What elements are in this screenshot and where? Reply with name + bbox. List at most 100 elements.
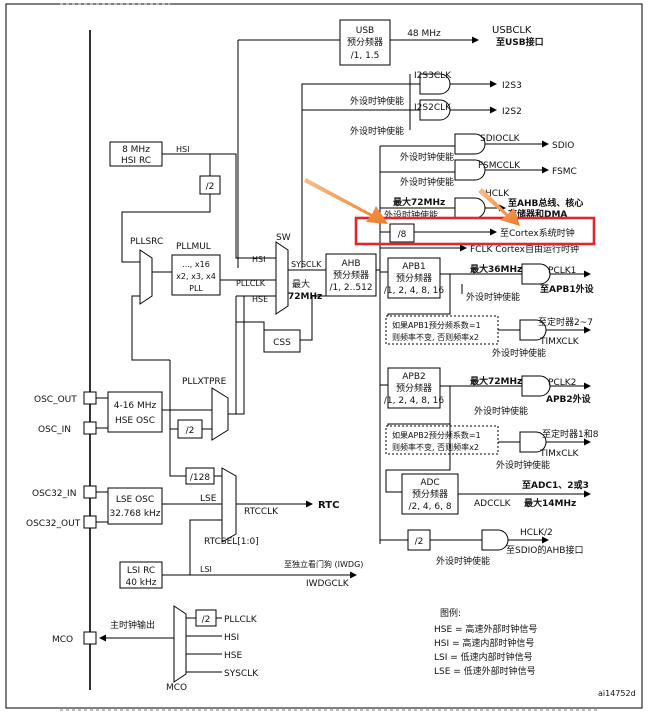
svg-text:/8: /8 bbox=[398, 230, 407, 240]
fsmc-gate bbox=[454, 159, 486, 181]
osc-in-pin bbox=[83, 421, 97, 435]
usb-dest: 至USB接口 bbox=[496, 36, 544, 48]
osc-out-label: OSC_OUT bbox=[34, 395, 77, 405]
adc-prescaler: ADC 预分频器 /2, 4, 6, 8 bbox=[401, 473, 459, 515]
mco-pin bbox=[83, 631, 97, 645]
tim18-note2: 则频率不变, 否则频率x2 bbox=[392, 442, 479, 452]
svg-text:PLL: PLL bbox=[189, 284, 203, 293]
pllmul-label: PLLMUL bbox=[176, 242, 211, 252]
sdio-enable: 外设时钟使能 bbox=[400, 151, 454, 163]
sdioclk-label: SDIOCLK bbox=[480, 134, 521, 144]
lsi-label: LSI bbox=[200, 565, 212, 574]
svg-text:图例:: 图例: bbox=[440, 607, 461, 619]
rtc-out: RTC bbox=[318, 500, 339, 511]
svg-text:APB2: APB2 bbox=[402, 372, 425, 382]
fclk-label: FCLK Cortex自由运行时钟 bbox=[470, 243, 579, 255]
svg-text:LSE = 低速外部时钟信号: LSE = 低速外部时钟信号 bbox=[434, 665, 536, 677]
svg-text:预分频器: 预分频器 bbox=[396, 272, 432, 284]
svg-text:x2, x3, x4: x2, x3, x4 bbox=[176, 272, 216, 281]
apb2-enable: 外设时钟使能 bbox=[474, 405, 528, 417]
pclk1-label: PCLK1 bbox=[548, 266, 576, 276]
lse-label: LSE bbox=[200, 494, 217, 504]
lsi-rc-block: LSI RC 40 kHz bbox=[119, 561, 163, 589]
i2s3-enable: 外设时钟使能 bbox=[350, 95, 404, 107]
svg-text:/1, 2, 4, 8, 16: /1, 2, 4, 8, 16 bbox=[384, 286, 445, 296]
svg-text:8 MHz: 8 MHz bbox=[122, 145, 150, 155]
sw-hsi-label: HSI bbox=[252, 255, 265, 264]
sw-label: SW bbox=[276, 233, 291, 243]
osc-in-label: OSC_IN bbox=[38, 425, 71, 435]
svg-text:HSE OSC: HSE OSC bbox=[115, 416, 155, 426]
css-block bbox=[263, 329, 301, 353]
pllclk-label: PLLCLK bbox=[236, 279, 266, 288]
fsmcclk-label: FSMCCLK bbox=[478, 161, 521, 171]
osc32-out-label: OSC32_OUT bbox=[26, 519, 81, 529]
pll-block: ..., x16 x2, x3, x4 PLL bbox=[171, 254, 221, 296]
mco-main-label: 主时钟输出 bbox=[110, 619, 155, 631]
svg-text:4-16 MHz: 4-16 MHz bbox=[114, 401, 157, 411]
tim18-dest: 至定时器1和8 bbox=[542, 428, 599, 440]
usbclk-label: USBCLK bbox=[492, 25, 532, 36]
pllsrc-mux bbox=[139, 249, 153, 305]
figure-id: ai14752d bbox=[598, 689, 636, 698]
sdio-out: SDIO bbox=[552, 141, 574, 151]
svg-text:ADC: ADC bbox=[420, 478, 439, 488]
svg-text:LSE OSC: LSE OSC bbox=[116, 495, 154, 505]
svg-text:预分频器: 预分频器 bbox=[412, 488, 448, 500]
svg-text:/2, 4, 6, 8: /2, 4, 6, 8 bbox=[408, 502, 451, 512]
rtcclk-label: RTCCLK bbox=[244, 507, 279, 517]
tim18-note1: 如果APB2预分频系数=1 bbox=[392, 430, 481, 440]
usb-prescaler: USB 预分频器 /1, 1.5 bbox=[339, 19, 391, 66]
orange-arrow-right bbox=[478, 188, 520, 226]
lse-osc-block: LSE OSC 32.768 kHz bbox=[107, 487, 163, 525]
svg-text:/1, 2..512: /1, 2..512 bbox=[329, 283, 372, 293]
svg-text:40 kHz: 40 kHz bbox=[125, 578, 156, 588]
rtcsel-label: RTCSEL[1:0] bbox=[204, 537, 259, 547]
sysclk-max2: 72MHz bbox=[288, 292, 322, 302]
tim18-enable: 外设时钟使能 bbox=[496, 459, 550, 471]
tim18-note-box bbox=[385, 425, 499, 455]
apb1-dest: 至APB1外设 bbox=[540, 283, 595, 295]
tim27-gate bbox=[519, 319, 547, 341]
mco-mux bbox=[173, 605, 187, 683]
i2s3-gate bbox=[419, 73, 451, 95]
tim18-clk: TIMxCLK bbox=[539, 449, 580, 459]
orange-arrow-left bbox=[304, 178, 388, 224]
hse-osc-block: 4-16 MHz HSE OSC bbox=[107, 391, 163, 433]
tim27-enable: 外设时钟使能 bbox=[492, 347, 546, 359]
legend: 图例: HSE = 高速外部时钟信号 HSI = 高速内部时钟信号 LSI = … bbox=[434, 607, 537, 677]
sw-mux bbox=[275, 241, 289, 315]
svg-text:LSI = 低速内部时钟信号: LSI = 低速内部时钟信号 bbox=[434, 651, 533, 663]
svg-text:/1, 2, 4, 8, 16: /1, 2, 4, 8, 16 bbox=[384, 396, 445, 406]
svg-text:/1, 1.5: /1, 1.5 bbox=[351, 51, 380, 61]
svg-text:AHB: AHB bbox=[341, 259, 360, 269]
mco-hsi: HSI bbox=[224, 633, 239, 643]
cortex-div8 bbox=[389, 223, 415, 243]
apb2-dest: APB2外设 bbox=[546, 393, 592, 405]
hclk-dest1: 至AHB总线、核心 bbox=[508, 197, 583, 209]
apb2-max: 最大72MHz bbox=[470, 375, 522, 387]
mco-pllclk: PLLCLK bbox=[224, 615, 258, 625]
css-label: CSS bbox=[273, 338, 291, 348]
iwdgclk-label: IWDGCLK bbox=[306, 579, 350, 589]
mco-hse: HSE bbox=[224, 651, 242, 661]
i2s3-out: I2S3 bbox=[502, 81, 522, 91]
svg-text:/2: /2 bbox=[206, 182, 215, 192]
pllxtpre-mux bbox=[211, 387, 229, 441]
svg-text:预分频器: 预分频器 bbox=[396, 382, 432, 394]
highlight-box bbox=[354, 216, 596, 246]
svg-text:预分频器: 预分频器 bbox=[347, 36, 383, 48]
osc-out-pin bbox=[83, 391, 97, 405]
hsi-rc-block: 8 MHz HSI RC bbox=[109, 141, 163, 167]
apb1-max: 最大36MHz bbox=[470, 263, 522, 275]
svg-text:HSE = 高速外部时钟信号: HSE = 高速外部时钟信号 bbox=[434, 623, 537, 635]
svg-text:LSI RC: LSI RC bbox=[127, 566, 155, 576]
i2s2-enable: 外设时钟使能 bbox=[350, 125, 404, 137]
usb-freq: 48 MHz bbox=[407, 29, 441, 39]
hsi-label: HSI bbox=[176, 145, 189, 154]
tim27-note-box bbox=[385, 315, 499, 345]
adc-max: 最大14MHz bbox=[524, 497, 576, 509]
svg-text:预分频器: 预分频器 bbox=[333, 269, 369, 281]
